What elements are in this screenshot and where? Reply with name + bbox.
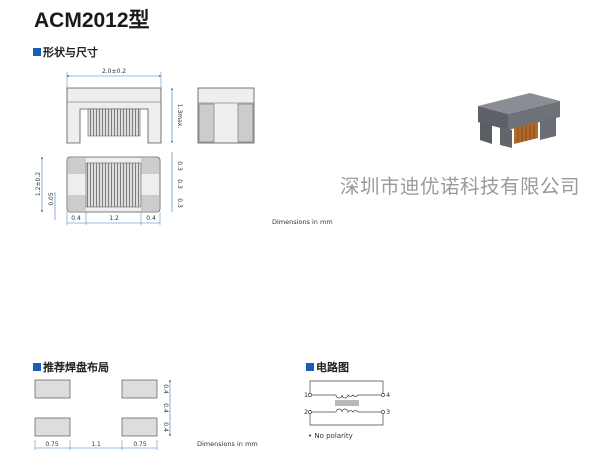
- land-dim-right-1: 0.4: [162, 384, 169, 394]
- dim-right-2: 0.3: [176, 179, 183, 189]
- section-marker-icon: [33, 363, 41, 371]
- section-shape-heading: 形状与尺寸: [33, 44, 98, 60]
- dim-height: 1.3max.: [176, 104, 183, 129]
- section-marker-icon: [33, 48, 41, 56]
- section-circuit-label: 电路图: [316, 361, 349, 374]
- land-dim-bottom-2: 1.1: [91, 441, 101, 448]
- dim-length: 2.0±0.2: [102, 68, 126, 75]
- dim-width: 1.2±0.2: [35, 172, 42, 196]
- dim-gap: 0.05: [48, 192, 55, 206]
- section-land-heading: 推荐焊盘布局: [33, 359, 109, 375]
- bottom-view: 1.2±0.2 0.05 0.3 0.3 0.3 0.4 1.2 0.4: [35, 152, 183, 225]
- component-photo: [478, 93, 560, 148]
- pin-4-label: 4: [386, 391, 390, 399]
- page-title: ACM2012型: [34, 9, 150, 32]
- dim-bottom-1: 0.4: [71, 215, 81, 222]
- section-marker-icon: [306, 363, 314, 371]
- dim-right-3: 0.3: [176, 198, 183, 208]
- polarity-note: • No polarity: [308, 432, 353, 440]
- land-dim-bottom-3: 0.75: [133, 441, 147, 448]
- land-dim-right-3: 0.4: [162, 422, 169, 432]
- section-land-label: 推荐焊盘布局: [43, 361, 109, 374]
- land-dim-right-2: 0.4: [162, 403, 169, 413]
- land-dim-bottom-1: 0.75: [45, 441, 59, 448]
- pin-1-label: 1: [304, 391, 308, 399]
- land-pattern: 0.4 0.4 0.4 0.75 1.1 0.75: [34, 379, 172, 450]
- land-dimensions-note: Dimensions in mm: [197, 440, 258, 448]
- dimensions-note: Dimensions in mm: [272, 218, 333, 226]
- pin-3-label: 3: [386, 408, 390, 416]
- section-shape-label: 形状与尺寸: [43, 46, 98, 59]
- circuit-diagram: 1 2 4 3: [304, 380, 390, 426]
- watermark: 深圳市迪优诺科技有限公司: [340, 175, 581, 198]
- front-view: 2.0±0.2 1.3max.: [66, 68, 183, 144]
- section-circuit-heading: 电路图: [306, 359, 349, 375]
- pin-2-label: 2: [304, 408, 308, 416]
- dim-right-1: 0.3: [176, 161, 183, 171]
- dim-bottom-3: 0.4: [146, 215, 156, 222]
- side-view: [197, 87, 255, 144]
- dim-bottom-2: 1.2: [109, 215, 119, 222]
